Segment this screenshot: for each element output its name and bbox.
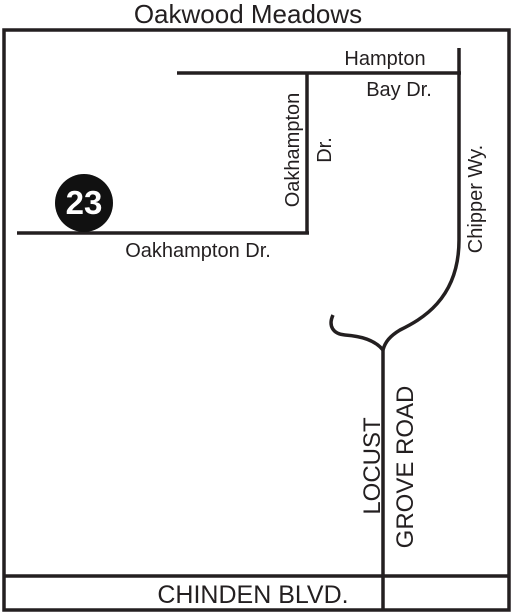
marker-circle [55,174,113,232]
oakhampton-vertical-label-line1: Oakhampton [282,93,304,208]
map-frame [2,28,511,612]
oakhampton-horizontal-label: Oakhampton Dr. [125,240,271,262]
chipper-way-road [381,48,461,351]
oakhampton-vertical-label-line2: Dr. [314,137,336,163]
hampton-bay-label-line1: Hampton [344,48,425,70]
marker-number: 23 [66,184,103,221]
locust-grove-label-line1: LOCUST [359,417,386,515]
chipper-way-label: Chipper Wy. [465,145,487,253]
map-title: Oakwood Meadows [134,0,362,29]
junction-hook-road [329,314,385,352]
location-marker[interactable]: 23 [55,174,113,232]
hampton-bay-label-line2: Bay Dr. [366,79,432,101]
locust-grove-label-line2: GROVE ROAD [392,386,419,549]
chinden-blvd-label: CHINDEN BLVD. [157,581,348,609]
